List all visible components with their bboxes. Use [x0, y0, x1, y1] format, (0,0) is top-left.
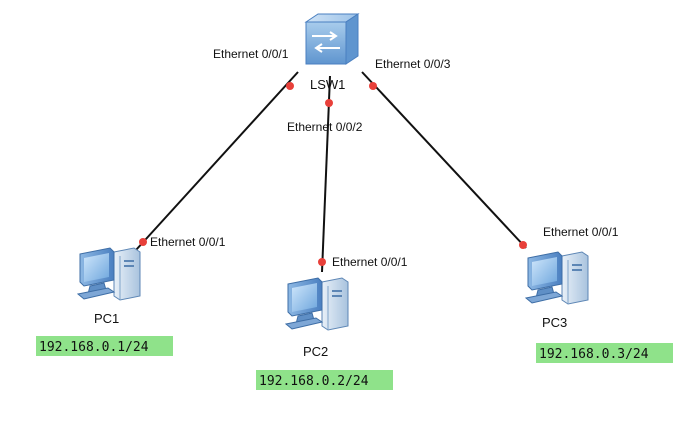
- switch-port-label-pc3: Ethernet 0/0/3: [375, 57, 451, 71]
- pc-node-pc3[interactable]: PC3 Ethernet 0/0/1 192.168.0.3/24: [525, 225, 673, 363]
- pc-ip-label: 192.168.0.1/24: [39, 340, 149, 355]
- switch-port-label-pc2: Ethernet 0/0/2: [287, 120, 363, 134]
- link-lsw1-pc2: [321, 75, 331, 273]
- pc-icon: [525, 251, 589, 305]
- port-dot-lsw1-e001: [286, 82, 294, 90]
- ip-badge-bg: [256, 370, 393, 390]
- pc-ip-label: 192.168.0.3/24: [539, 347, 649, 362]
- pc-name-label: PC3: [542, 315, 567, 330]
- port-dot-lsw1-e002: [325, 99, 333, 107]
- port-dot-lsw1-e003: [369, 82, 377, 90]
- pc-node-pc2[interactable]: PC2 Ethernet 0/0/1 192.168.0.2/24: [256, 255, 408, 390]
- port-dot-pc1: [139, 238, 147, 246]
- pc-name-label: PC1: [94, 311, 119, 326]
- link-lsw1-pc1: [135, 71, 299, 251]
- ip-badge-bg: [536, 343, 673, 363]
- pc-icon: [77, 247, 141, 301]
- switch-name-label: LSW1: [310, 77, 345, 92]
- pc-name-label: PC2: [303, 344, 328, 359]
- pc-node-pc1[interactable]: PC1 Ethernet 0/0/1 192.168.0.1/24: [36, 235, 226, 356]
- ip-badge-bg: [36, 336, 173, 356]
- pc-icon: [285, 277, 349, 331]
- pc-port-label: Ethernet 0/0/1: [332, 255, 408, 269]
- switch-lsw1[interactable]: LSW1: [304, 13, 360, 92]
- port-dot-pc2: [318, 258, 326, 266]
- port-dot-pc3: [519, 241, 527, 249]
- link-lsw1-pc3: [361, 71, 527, 249]
- switch-icon: [304, 13, 360, 65]
- pc-port-label: Ethernet 0/0/1: [150, 235, 226, 249]
- pc-ip-label: 192.168.0.2/24: [259, 374, 369, 389]
- pc-port-label: Ethernet 0/0/1: [543, 225, 619, 239]
- switch-port-label-pc1: Ethernet 0/0/1: [213, 47, 289, 61]
